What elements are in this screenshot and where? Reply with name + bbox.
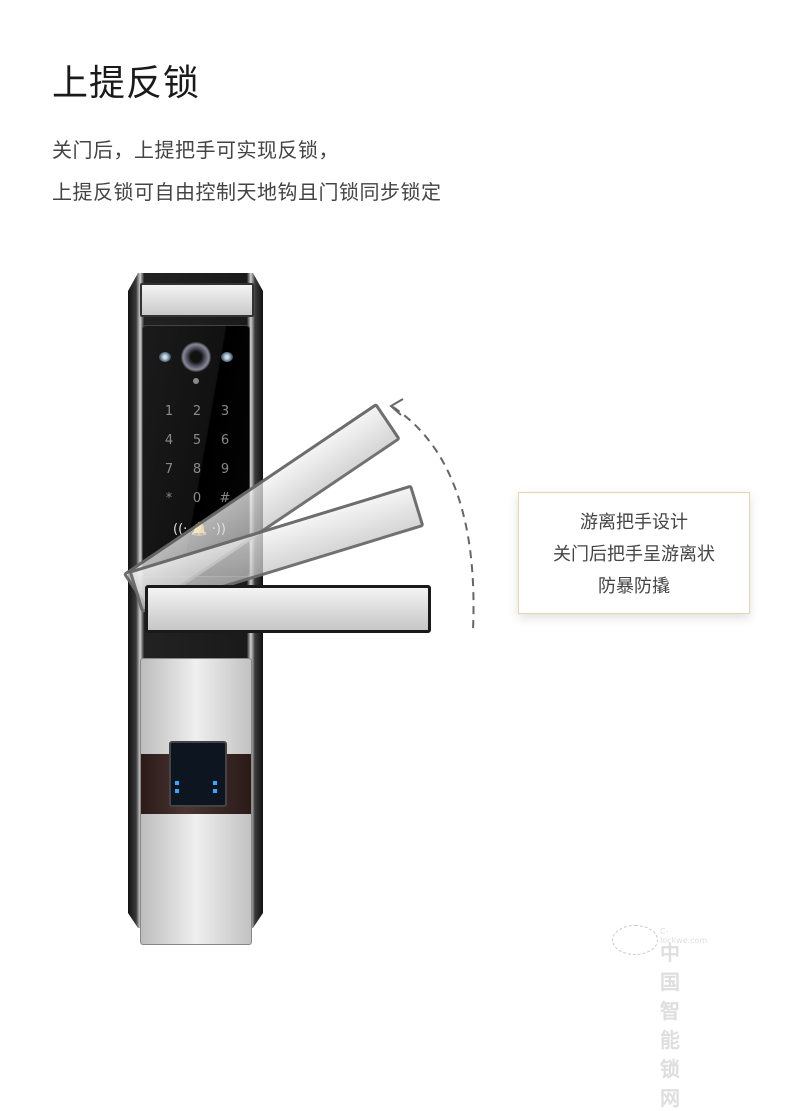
key: # <box>219 491 231 506</box>
feature-callout-card: 游离把手设计 关门后把手呈游离状 防暴防撬 <box>518 492 750 614</box>
key: 7 <box>164 462 174 477</box>
sensor-dot-icon <box>193 378 199 384</box>
lock-handle <box>145 585 431 633</box>
fingerprint-sensor-icon <box>169 741 227 807</box>
key: 0 <box>192 491 202 506</box>
camera-icon <box>181 342 211 372</box>
key: 8 <box>192 462 202 477</box>
rotation-arrow-icon <box>389 398 475 631</box>
key: 4 <box>164 433 174 448</box>
key: * <box>165 491 173 506</box>
watermark-url: C-lockwe.com <box>660 927 708 945</box>
description-line-2: 上提反锁可自由控制天地钩且门锁同步锁定 <box>52 180 442 204</box>
callout-line-2: 关门后把手呈游离状 <box>553 544 715 565</box>
key: 6 <box>220 433 230 448</box>
key: 9 <box>220 462 230 477</box>
lock-lower-body <box>140 658 252 945</box>
key: 2 <box>192 404 202 419</box>
led-indicator-icon <box>221 352 233 362</box>
callout-line-3: 防暴防撬 <box>598 576 670 597</box>
led-indicator-icon <box>159 352 171 362</box>
key: 3 <box>220 404 230 419</box>
cloud-logo-icon <box>612 925 658 955</box>
callout-line-1: 游离把手设计 <box>580 512 688 533</box>
page-title: 上提反锁 <box>52 63 201 104</box>
lock-top-plate <box>140 283 254 317</box>
key: 5 <box>192 433 202 448</box>
watermark-text: 中国智能锁网 <box>660 941 681 1110</box>
description-line-1: 关门后，上提把手可实现反锁， <box>52 138 339 162</box>
keypad: 1 2 3 4 5 6 7 8 9 * 0 # <box>155 404 239 506</box>
key: 1 <box>164 404 174 419</box>
